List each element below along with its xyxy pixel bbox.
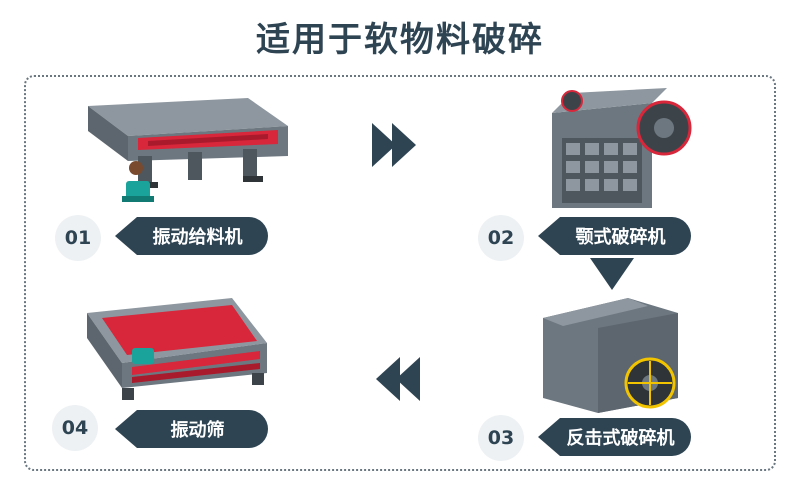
step-number: 01 <box>55 215 101 261</box>
down-arrow-icon <box>590 258 634 290</box>
vibrating-screen-image <box>87 298 267 400</box>
impact-crusher-image <box>543 298 678 413</box>
step-number: 02 <box>478 215 524 261</box>
step-label: 反击式破碎机 <box>538 418 691 456</box>
double-arrow-left-icon <box>376 357 420 401</box>
page-title: 适用于软物料破碎 <box>256 20 544 60</box>
step-number: 04 <box>52 405 98 451</box>
vibrating-feeder-image <box>88 98 288 202</box>
step-label: 振动给料机 <box>115 217 268 255</box>
jaw-crusher-image <box>552 88 692 208</box>
step-label: 颚式破碎机 <box>538 217 691 255</box>
step-number: 03 <box>478 415 524 461</box>
step-label: 振动筛 <box>115 410 268 448</box>
double-arrow-right-icon <box>372 123 416 167</box>
